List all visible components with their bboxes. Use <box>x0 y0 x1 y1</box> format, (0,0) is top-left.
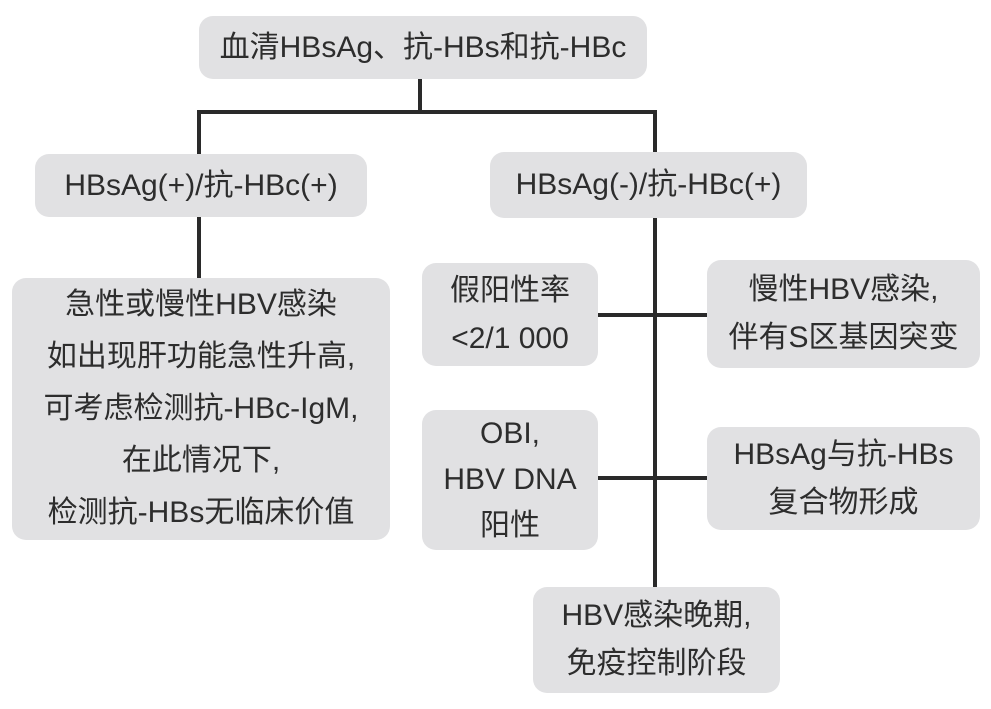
node-false-positive-line-1: 假阳性率 <box>450 273 570 307</box>
node-hbsag-negative-label: HBsAg(-)/抗-HBc(+) <box>515 168 782 201</box>
connector-branch-horizontal <box>197 110 657 114</box>
node-hbsag-negative: HBsAg(-)/抗-HBc(+) <box>490 152 807 218</box>
connector-false-positive-horizontal <box>598 313 708 317</box>
node-s-gene-mutation-line-2: 伴有S区基因突变 <box>728 321 959 354</box>
node-false-positive-line-2: <2/1 000 <box>451 321 569 355</box>
node-obi-line-3: 阳性 <box>480 509 540 542</box>
node-acute-chronic-line-1: 急性或慢性HBV感染 <box>65 288 337 321</box>
node-false-positive-rate: 假阳性率 <2/1 000 <box>422 263 598 366</box>
connector-right-trunk-vertical <box>653 110 657 588</box>
node-acute-chronic-infection: 急性或慢性HBV感染 如出现肝功能急性升高, 可考虑检测抗-HBc-IgM, 在… <box>12 278 390 540</box>
node-hbsag-positive: HBsAg(+)/抗-HBc(+) <box>35 154 367 217</box>
node-s-gene-mutation: 慢性HBV感染, 伴有S区基因突变 <box>707 260 980 368</box>
node-late-infection-line-2: 免疫控制阶段 <box>566 647 747 680</box>
node-s-gene-mutation-line-1: 慢性HBV感染, <box>748 273 939 306</box>
node-immune-complex: HBsAg与抗-HBs 复合物形成 <box>707 427 980 530</box>
node-late-infection: HBV感染晚期, 免疫控制阶段 <box>533 587 780 693</box>
node-obi-line-1: OBI, <box>479 417 540 450</box>
node-immune-complex-line-1: HBsAg与抗-HBs <box>733 437 954 471</box>
node-acute-chronic-line-4: 在此情况下, <box>121 444 281 477</box>
node-acute-chronic-line-3: 可考虑检测抗-HBc-IgM, <box>43 392 359 425</box>
node-serum-markers: 血清HBsAg、抗-HBs和抗-HBc <box>199 16 647 79</box>
node-acute-chronic-line-2: 如出现肝功能急性升高, <box>46 340 356 373</box>
node-late-infection-line-1: HBV感染晚期, <box>561 599 752 632</box>
node-hbsag-positive-label: HBsAg(+)/抗-HBc(+) <box>64 168 338 202</box>
node-acute-chronic-line-5: 检测抗-HBs无临床价值 <box>47 496 355 529</box>
connector-root-vertical <box>418 79 422 113</box>
node-immune-complex-line-2: 复合物形成 <box>768 485 919 519</box>
node-obi-line-2: HBV DNA <box>443 463 577 496</box>
node-serum-markers-label: 血清HBsAg、抗-HBs和抗-HBc <box>219 30 627 64</box>
node-obi: OBI, HBV DNA 阳性 <box>422 410 598 550</box>
connector-obi-horizontal <box>598 476 708 480</box>
